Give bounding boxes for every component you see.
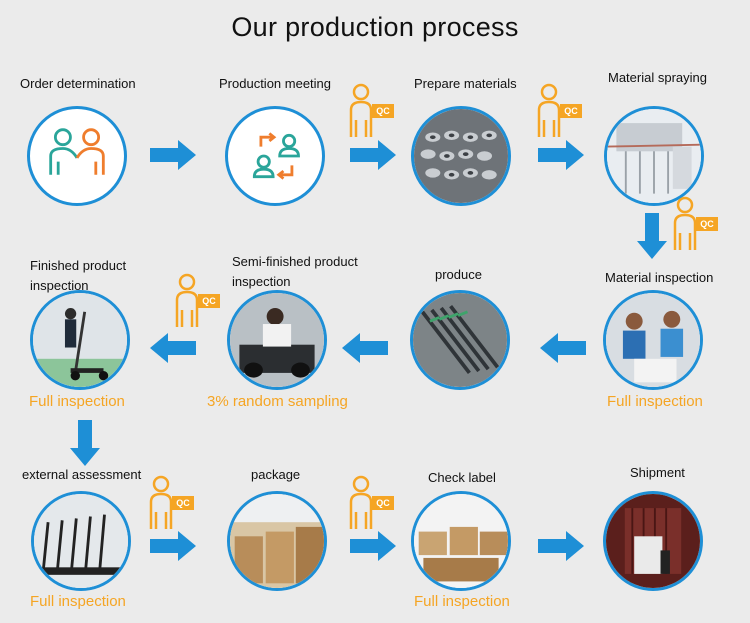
- arrow-right-3: [538, 140, 584, 170]
- arrow-right-2: [350, 140, 396, 170]
- arrow-left-3: [150, 333, 196, 363]
- qc-badge: QC: [696, 217, 718, 231]
- note-external-assessment: Full inspection: [30, 593, 126, 610]
- meeting-icon: [225, 106, 325, 206]
- qc-inspector-icon: QC: [146, 474, 198, 534]
- container-photo: [603, 491, 703, 591]
- note-check-label: Full inspection: [414, 593, 510, 610]
- materials-photo: [411, 106, 511, 206]
- labelled-boxes-photo: [411, 491, 511, 591]
- qc-inspector-icon: QC: [670, 195, 722, 255]
- qc-badge: QC: [372, 496, 394, 510]
- page-title: Our production process: [231, 12, 519, 42]
- note-material-inspection: Full inspection: [607, 393, 703, 410]
- spraying-photo: [604, 106, 704, 206]
- arrow-right-1: [150, 140, 196, 170]
- boxes-photo: [227, 491, 327, 591]
- arrow-down-2: [70, 420, 100, 466]
- qc-inspector-icon: QC: [346, 474, 398, 534]
- arrow-right-4: [150, 531, 196, 561]
- step-label-production-meeting: Production meeting: [219, 76, 332, 91]
- step-label-package: package: [251, 467, 301, 482]
- note-finished-inspection: Full inspection: [29, 393, 125, 410]
- qc-inspector-icon: QC: [172, 272, 224, 332]
- step-label-material-spraying: Material spraying: [608, 70, 707, 85]
- qc-badge: QC: [560, 104, 582, 118]
- scooter-photo: [30, 290, 130, 390]
- step-label-prepare-materials: Prepare materials: [414, 76, 517, 91]
- step-label-material-inspection: Material inspection: [605, 270, 714, 285]
- qc-inspector-icon: QC: [534, 82, 586, 142]
- arrow-right-6: [538, 531, 584, 561]
- step-label-external-assessment: external assessment: [22, 467, 142, 482]
- qc-inspector-icon: QC: [346, 82, 398, 142]
- qc-badge: QC: [172, 496, 194, 510]
- step-label-check-label: Check label: [428, 470, 496, 485]
- arrow-down-1: [637, 213, 667, 259]
- step-label-finished-inspection: Finished product inspection: [30, 258, 127, 293]
- step-label-order-determination: Order determination: [20, 76, 136, 91]
- production-line-photo: [410, 290, 510, 390]
- arrow-right-5: [350, 531, 396, 561]
- step-label-semi-finished-inspection: Semi-finished product inspection: [232, 254, 358, 289]
- qc-badge: QC: [372, 104, 394, 118]
- note-semi-finished-inspection: 3% random sampling: [207, 393, 348, 410]
- handshake-icon: [27, 106, 127, 206]
- inspection-photo: [603, 290, 703, 390]
- step-label-produce: produce: [435, 267, 482, 282]
- scooter-rows-photo: [31, 491, 131, 591]
- worker-photo: [227, 290, 327, 390]
- qc-badge: QC: [198, 294, 220, 308]
- arrow-left-1: [540, 333, 586, 363]
- arrow-left-2: [342, 333, 388, 363]
- step-label-shipment: Shipment: [630, 465, 685, 480]
